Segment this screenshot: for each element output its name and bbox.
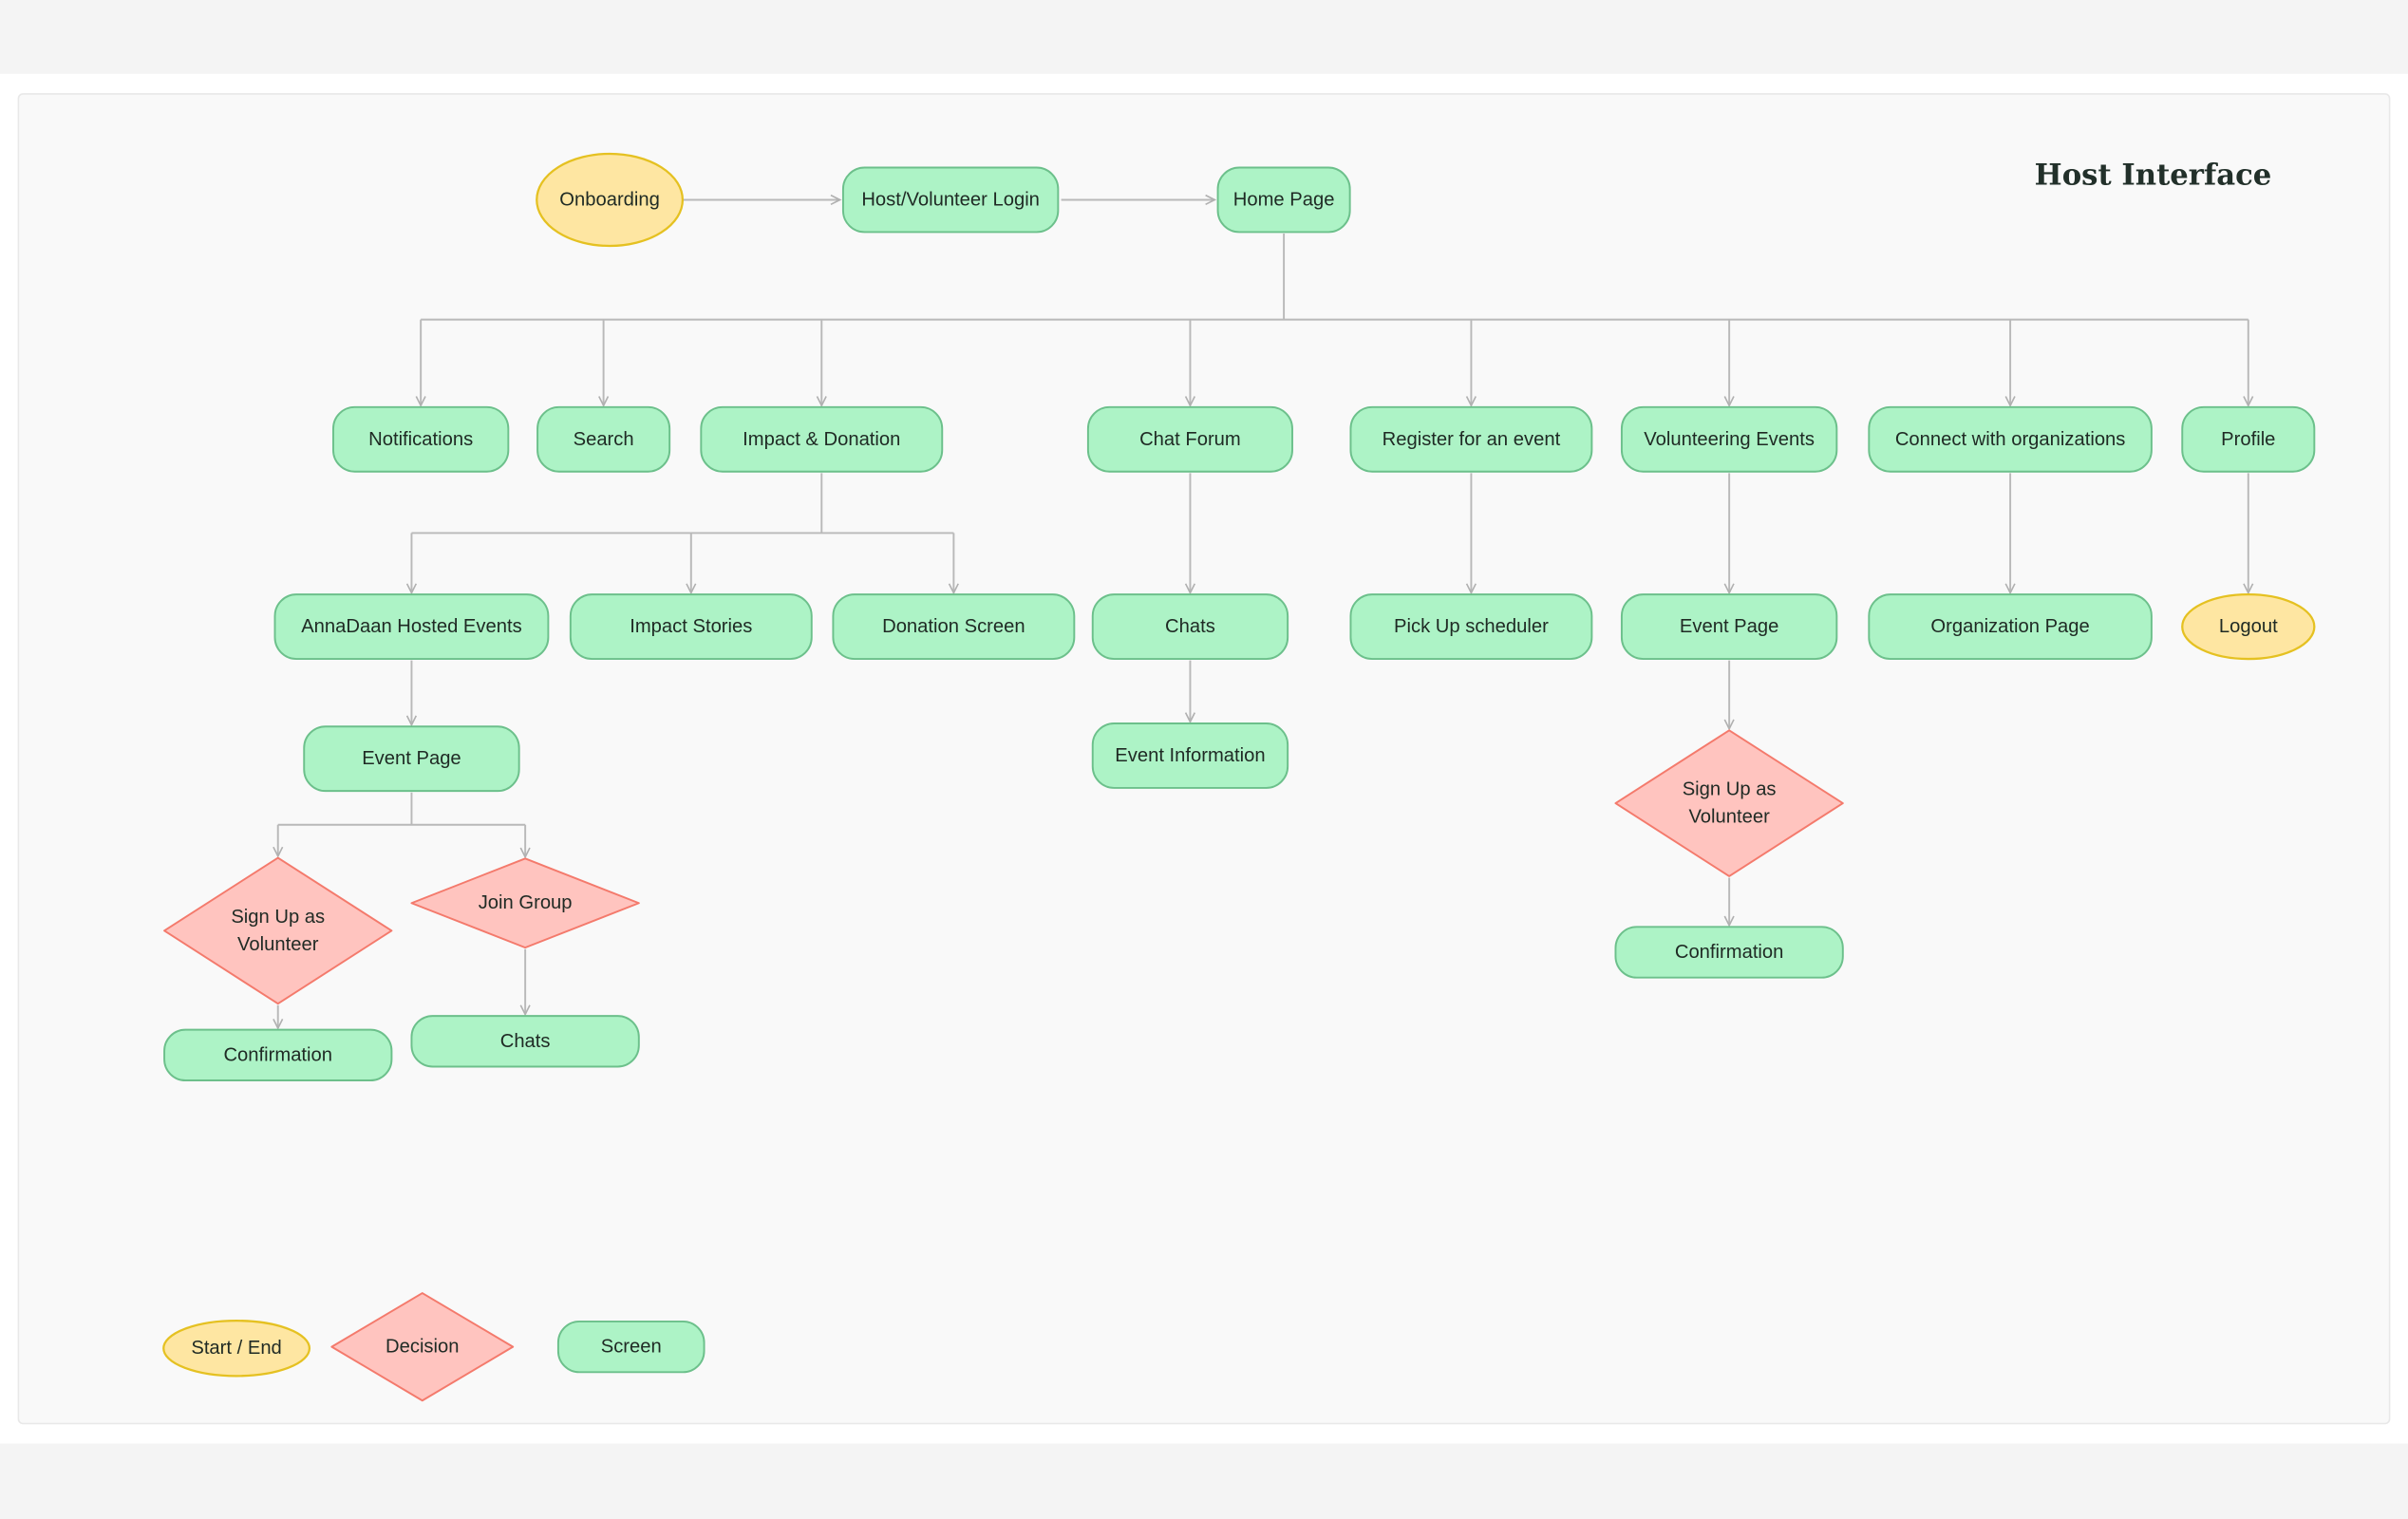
screen-shape xyxy=(1868,405,2153,473)
node-label: Event Page xyxy=(362,748,461,769)
start-end-shape xyxy=(536,152,685,248)
node-impact[interactable]: Impact & Donation xyxy=(700,405,944,473)
node-search[interactable]: Search xyxy=(536,405,671,473)
screen-shape xyxy=(841,166,1060,234)
node-label: Event Information xyxy=(1115,745,1265,766)
node-label: Connect with organizations xyxy=(1895,429,2126,450)
node-label: Sign Up as xyxy=(231,907,325,928)
node-home[interactable]: Home Page xyxy=(1216,166,1351,234)
screen-shape xyxy=(1086,405,1293,473)
node-label: Sign Up as xyxy=(1683,779,1777,800)
screen-shape xyxy=(1216,166,1351,234)
node-label: Chats xyxy=(1165,616,1215,637)
screen-shape xyxy=(1349,405,1593,473)
node-signup1[interactable]: Sign Up as Volunteer xyxy=(163,856,393,1005)
node-label: Confirmation xyxy=(1675,942,1784,963)
node-stories[interactable]: Impact Stories xyxy=(569,593,813,661)
screen-shape xyxy=(832,593,1076,661)
top-bar xyxy=(0,0,2408,74)
node-eventpage2[interactable]: Event Page xyxy=(1620,593,1838,661)
node-volunteering[interactable]: Volunteering Events xyxy=(1620,405,1838,473)
legend-screen[interactable]: Screen xyxy=(556,1320,705,1374)
screen-shape xyxy=(1620,405,1838,473)
node-label: Notifications xyxy=(368,429,473,450)
screen-shape xyxy=(2181,405,2316,473)
node-label: Event Page xyxy=(1680,616,1778,637)
node-onboarding[interactable]: Onboarding xyxy=(536,152,685,248)
node-register[interactable]: Register for an event xyxy=(1349,405,1593,473)
node-label: Confirmation xyxy=(223,1044,332,1065)
start-end-shape xyxy=(2181,593,2316,661)
screen-shape xyxy=(1349,593,1593,661)
node-signup2[interactable]: Sign Up as Volunteer xyxy=(1614,729,1844,877)
node-label: Onboarding xyxy=(559,189,660,210)
node-profile[interactable]: Profile xyxy=(2181,405,2316,473)
node-label: Profile xyxy=(2221,429,2275,450)
screen-shape xyxy=(163,1028,393,1081)
node-eventpage1[interactable]: Event Page xyxy=(303,725,520,793)
screen-shape xyxy=(556,1320,705,1374)
node-label: Decision xyxy=(386,1337,459,1358)
screen-shape xyxy=(569,593,813,661)
decision-shape xyxy=(163,856,393,1005)
screen-shape xyxy=(331,405,510,473)
legend-decision[interactable]: Decision xyxy=(330,1292,515,1402)
screen-shape xyxy=(1868,593,2153,661)
start-end-shape xyxy=(162,1320,311,1378)
node-label: Volunteer xyxy=(1688,807,1770,828)
node-eventinfo[interactable]: Event Information xyxy=(1091,722,1289,789)
node-hosted[interactable]: AnnaDaan Hosted Events xyxy=(273,593,550,661)
node-label: Volunteer xyxy=(237,934,319,955)
node-label: Organization Page xyxy=(1930,616,2089,637)
node-chatforum[interactable]: Chat Forum xyxy=(1086,405,1293,473)
node-label: Volunteering Events xyxy=(1644,429,1815,450)
decision-shape xyxy=(1614,729,1844,877)
node-label: Pick Up scheduler xyxy=(1394,616,1549,637)
node-donation[interactable]: Donation Screen xyxy=(832,593,1076,661)
diagram-title: Host Interface xyxy=(2035,159,2272,193)
screen-shape xyxy=(1091,722,1289,789)
screen-shape xyxy=(273,593,550,661)
node-label: Search xyxy=(574,429,634,450)
node-orgpage[interactable]: Organization Page xyxy=(1868,593,2153,661)
node-label: Screen xyxy=(601,1337,662,1358)
screen-shape xyxy=(536,405,671,473)
node-joingroup[interactable]: Join Group xyxy=(410,857,640,949)
decision-shape xyxy=(330,1292,515,1402)
screen-shape xyxy=(1614,926,1844,979)
legend-start-end[interactable]: Start / End xyxy=(162,1320,311,1378)
node-label: Impact Stories xyxy=(630,616,752,637)
node-confirm2[interactable]: Confirmation xyxy=(1614,926,1844,979)
node-pickup[interactable]: Pick Up scheduler xyxy=(1349,593,1593,661)
node-chats[interactable]: Chats xyxy=(1091,593,1289,661)
node-confirm1[interactable]: Confirmation xyxy=(163,1028,393,1081)
node-chats2[interactable]: Chats xyxy=(410,1015,640,1068)
node-label: Register for an event xyxy=(1383,429,1561,450)
node-login[interactable]: Host/Volunteer Login xyxy=(841,166,1060,234)
nodes: Onboarding Host/Volunteer Login Home PageN… xyxy=(163,152,2316,1081)
screen-shape xyxy=(700,405,944,473)
screen-shape xyxy=(1620,593,1838,661)
node-label: Home Page xyxy=(1233,189,1335,210)
node-label: Chats xyxy=(500,1031,551,1052)
screen-shape xyxy=(410,1015,640,1068)
legend: Start / End Decision Screen xyxy=(162,1292,705,1402)
node-label: Logout xyxy=(2219,616,2278,637)
node-notifications[interactable]: Notifications xyxy=(331,405,510,473)
node-label: Chat Forum xyxy=(1139,429,1241,450)
screen-shape xyxy=(1091,593,1289,661)
node-label: AnnaDaan Hosted Events xyxy=(301,616,521,637)
node-label: Impact & Donation xyxy=(743,429,900,450)
node-label: Start / End xyxy=(191,1338,281,1359)
node-label: Donation Screen xyxy=(882,616,1025,637)
node-label: Join Group xyxy=(479,892,573,913)
node-logout[interactable]: Logout xyxy=(2181,593,2316,661)
node-label: Host/Volunteer Login xyxy=(861,189,1040,210)
decision-shape xyxy=(410,857,640,949)
node-connect[interactable]: Connect with organizations xyxy=(1868,405,2153,473)
connectors xyxy=(278,199,2248,1028)
screen-shape xyxy=(303,725,520,793)
